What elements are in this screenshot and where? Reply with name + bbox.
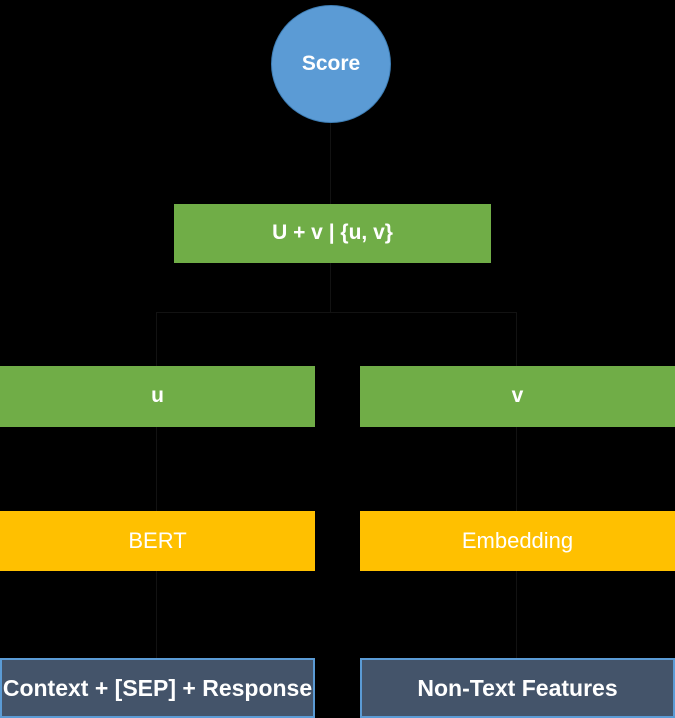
node-score[interactable]: Score [271,5,391,123]
node-nontext-input-label: Non-Text Features [417,674,618,701]
node-embedding[interactable]: Embedding [360,511,675,571]
node-score-label: Score [301,51,361,75]
edge-u-to-bert [156,424,157,514]
edge-score-to-combine [330,120,331,210]
edge-embedding-to-nontext-input [516,568,517,662]
node-u[interactable]: u [0,366,315,427]
edge-combine-to-u [156,312,157,370]
node-bert-label: BERT [128,528,187,554]
edge-v-to-embedding [516,424,517,514]
edge-combine-to-v [516,312,517,370]
node-nontext-input[interactable]: Non-Text Features [360,658,675,718]
node-combine[interactable]: U + v | {u, v} [174,204,491,263]
node-bert[interactable]: BERT [0,511,315,571]
edge-combine-split [156,312,516,313]
node-embedding-label: Embedding [461,528,574,554]
node-v-label: v [511,384,524,408]
node-combine-label: U + v | {u, v} [272,221,393,245]
node-u-label: u [151,384,164,408]
node-v[interactable]: v [360,366,675,427]
edge-combine-stem [330,260,331,312]
node-text-input-label: Context + [SEP] + Response [2,674,313,701]
edge-bert-to-text-input [156,568,157,662]
node-text-input[interactable]: Context + [SEP] + Response [0,658,315,718]
